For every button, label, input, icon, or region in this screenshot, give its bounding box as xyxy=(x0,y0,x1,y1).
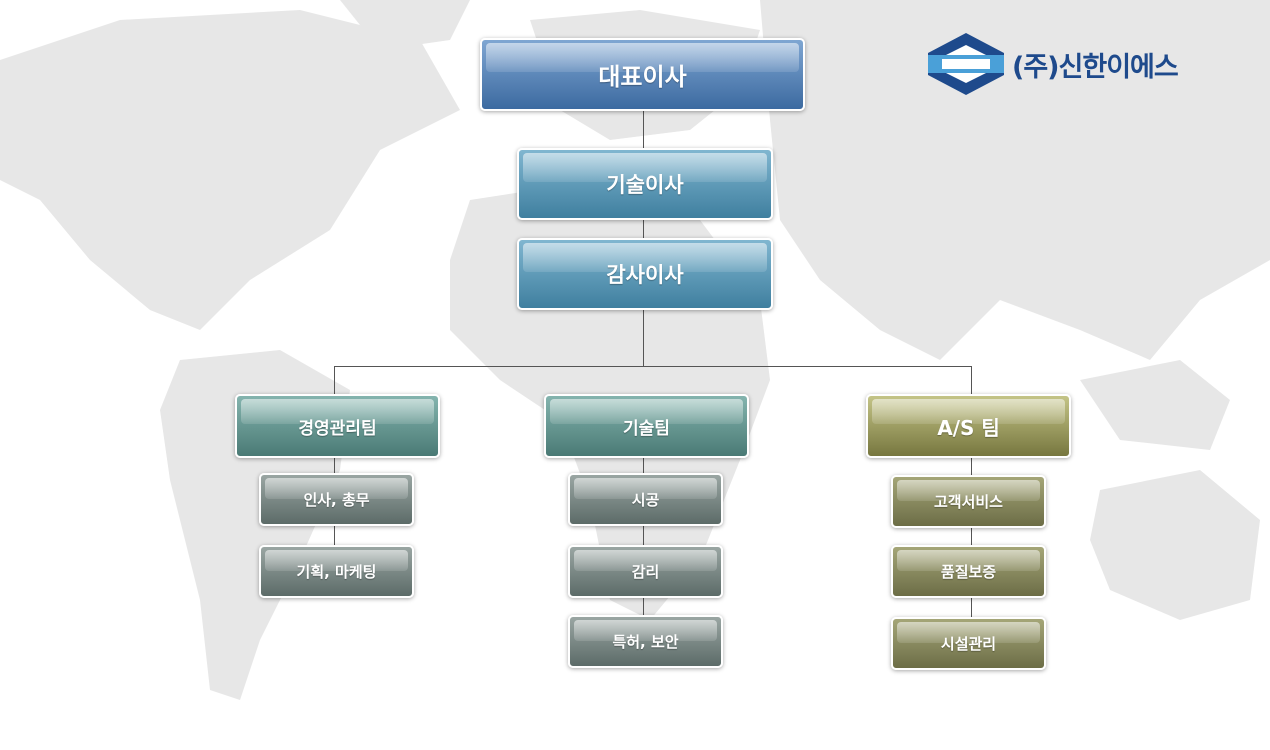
node-technical-team[interactable]: 기술팀 xyxy=(544,394,749,458)
node-label: A/S 팀 xyxy=(937,415,1000,440)
node-facility-management[interactable]: 시설관리 xyxy=(891,617,1046,670)
node-quality-assurance[interactable]: 품질보증 xyxy=(891,545,1046,598)
node-label: 대표이사 xyxy=(598,63,687,91)
company-logo: (주)신한이에스 xyxy=(928,33,1179,95)
connector xyxy=(643,457,644,617)
node-label: 기획, 마케팅 xyxy=(296,563,377,581)
node-label: 시공 xyxy=(631,491,660,509)
connector xyxy=(971,457,972,619)
logo-text: (주)신한이에스 xyxy=(1012,51,1179,83)
node-label: 경영관리팀 xyxy=(298,418,377,439)
node-supervision[interactable]: 감리 xyxy=(568,545,723,598)
node-ceo[interactable]: 대표이사 xyxy=(480,38,805,111)
node-label: 감사이사 xyxy=(606,263,684,287)
node-label: 시설관리 xyxy=(940,635,997,653)
node-technical-director[interactable]: 기술이사 xyxy=(517,148,773,220)
node-label: 고객서비스 xyxy=(933,493,1003,511)
node-as-team[interactable]: A/S 팀 xyxy=(866,394,1071,458)
node-label: 특허, 보안 xyxy=(612,633,679,651)
node-label: 기술이사 xyxy=(606,173,684,197)
node-planning-marketing[interactable]: 기획, 마케팅 xyxy=(259,545,414,598)
node-construction[interactable]: 시공 xyxy=(568,473,723,526)
node-hr-admin[interactable]: 인사, 총무 xyxy=(259,473,414,526)
connector xyxy=(971,366,972,396)
node-label: 인사, 총무 xyxy=(303,491,370,509)
connector xyxy=(334,366,972,367)
node-customer-service[interactable]: 고객서비스 xyxy=(891,475,1046,528)
node-label: 품질보증 xyxy=(940,563,997,581)
node-audit-director[interactable]: 감사이사 xyxy=(517,238,773,310)
logo-mark-icon xyxy=(928,33,1004,95)
connector xyxy=(334,366,335,396)
node-label: 기술팀 xyxy=(623,418,670,439)
node-label: 감리 xyxy=(631,563,660,581)
node-management-team[interactable]: 경영관리팀 xyxy=(235,394,440,458)
node-patent-security[interactable]: 특허, 보안 xyxy=(568,615,723,668)
